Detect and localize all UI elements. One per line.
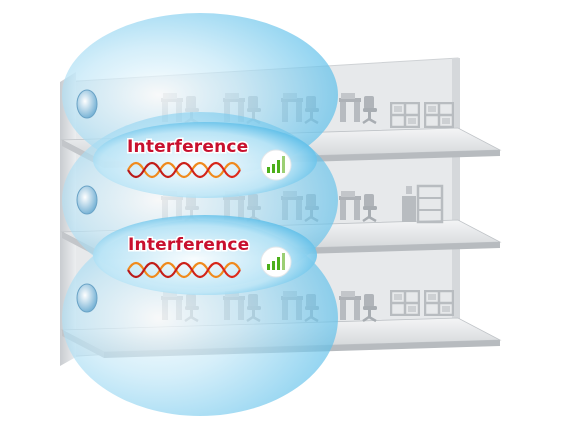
interference-group-upper: Interference [126,136,292,181]
signal-strength-icon [260,246,292,278]
wall-access-point-icon [76,89,98,119]
interference-group-lower: Interference [127,234,292,279]
furniture [160,92,454,323]
access-points [76,89,98,313]
wall-access-point-icon [76,185,98,215]
right-edge [452,58,460,334]
signal-strength-icon [260,149,292,181]
wall-access-point-icon [76,283,98,313]
interference-wave-icon [127,261,241,279]
interference-wave-icon [127,161,241,179]
interference-label-lower: Interference [128,235,249,255]
interference-zone-upper [93,122,317,198]
interference-label-upper: Interference [127,137,248,157]
filing-shelf-icon [402,184,444,224]
coverage-areas [62,13,338,416]
